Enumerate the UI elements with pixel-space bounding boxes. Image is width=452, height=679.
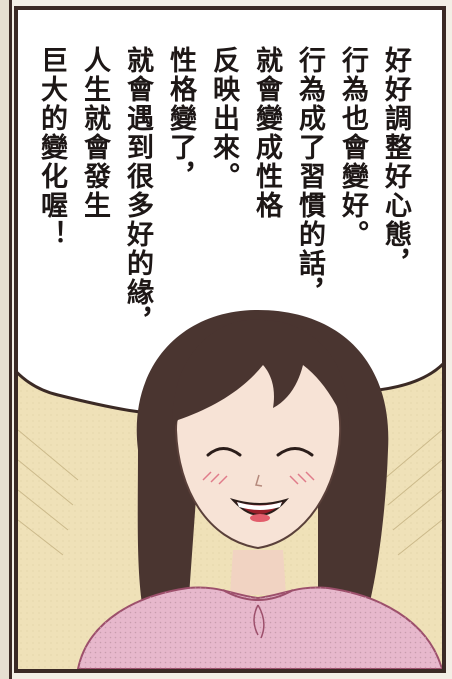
nose bbox=[255, 474, 263, 487]
speech-line-8: 人生就會發生 bbox=[79, 46, 110, 220]
left-eye bbox=[206, 447, 242, 457]
comic-panel: 好好調整好心態， 行為也會變好。 行為成了習慣的話， 就會變成性格 反映出來。 … bbox=[14, 6, 446, 673]
speech-line-9: 巨大的變化喔！ bbox=[36, 46, 67, 249]
sweater-bow bbox=[253, 604, 265, 639]
bangs bbox=[172, 319, 349, 430]
speech-line-7: 就會遇到很多好的緣， bbox=[122, 46, 153, 336]
speech-line-3: 行為成了習慣的話， bbox=[294, 46, 325, 307]
sweater-pattern bbox=[78, 587, 442, 669]
panel-illustration bbox=[18, 10, 442, 669]
speech-line-2: 行為也會變好。 bbox=[337, 46, 368, 249]
speech-line-1: 好好調整好心態， bbox=[380, 46, 411, 278]
focus-lines bbox=[18, 429, 442, 556]
sweater-collar bbox=[222, 589, 294, 601]
adjacent-panel-edge bbox=[0, 0, 12, 679]
right-eye bbox=[276, 447, 314, 457]
speech-line-5: 反映出來。 bbox=[208, 46, 239, 191]
speech-line-4: 就會變成性格 bbox=[251, 46, 282, 220]
tongue bbox=[250, 514, 270, 522]
neck bbox=[230, 550, 286, 595]
speech-line-6: 性格變了， bbox=[165, 46, 196, 191]
teeth bbox=[237, 502, 282, 510]
blush bbox=[202, 471, 315, 485]
